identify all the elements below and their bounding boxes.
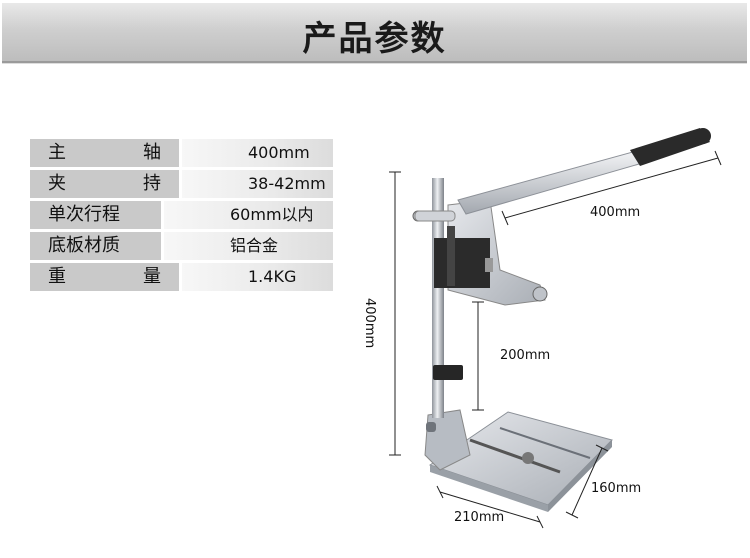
spec-label: 底板材质	[30, 232, 161, 260]
header-banner: 产品参数	[2, 3, 747, 63]
spec-value: 60mm以内	[164, 201, 333, 229]
spec-label: 重 量	[30, 263, 179, 291]
spec-row: 夹 持 38-42mm	[30, 170, 333, 198]
spec-row: 重 量 1.4KG	[30, 263, 333, 291]
stroke-dimension-label: 200mm	[500, 348, 551, 363]
spec-value: 铝合金	[164, 232, 333, 260]
dimension-lines	[389, 150, 722, 529]
handle-dimension-label: 400mm	[590, 205, 641, 220]
lock-collar	[433, 365, 463, 380]
base-plate	[428, 411, 613, 512]
spec-label-char: 重	[48, 266, 66, 287]
spec-label-char: 轴	[143, 142, 161, 163]
height-dimension-label: 400mm	[362, 298, 377, 349]
spec-label: 单次行程	[30, 201, 161, 229]
spec-label-char: 夹	[48, 173, 66, 194]
spec-value: 38-42mm	[182, 170, 333, 198]
spec-value: 1.4KG	[182, 263, 333, 291]
base-depth-dimension-label: 160mm	[591, 481, 642, 496]
spec-label: 夹 持	[30, 170, 179, 198]
carriage	[412, 199, 548, 306]
base-width-dimension-label: 210mm	[454, 510, 505, 525]
spec-row: 单次行程 60mm以内	[30, 201, 333, 229]
spec-label-char: 量	[143, 266, 161, 287]
lever-handle	[457, 128, 711, 215]
spec-label-char: 主	[48, 142, 66, 163]
spec-value: 400mm	[182, 139, 333, 167]
spec-table: 主 轴 400mm 夹 持 38-42mm 单次行程 60mm以内 底板材质 铝…	[30, 139, 333, 294]
page-title: 产品参数	[302, 19, 447, 59]
spec-row: 底板材质 铝合金	[30, 232, 333, 260]
spec-row: 主 轴 400mm	[30, 139, 333, 167]
column-base	[424, 409, 471, 471]
spec-label: 主 轴	[30, 139, 179, 167]
spec-label-char: 持	[143, 173, 161, 194]
